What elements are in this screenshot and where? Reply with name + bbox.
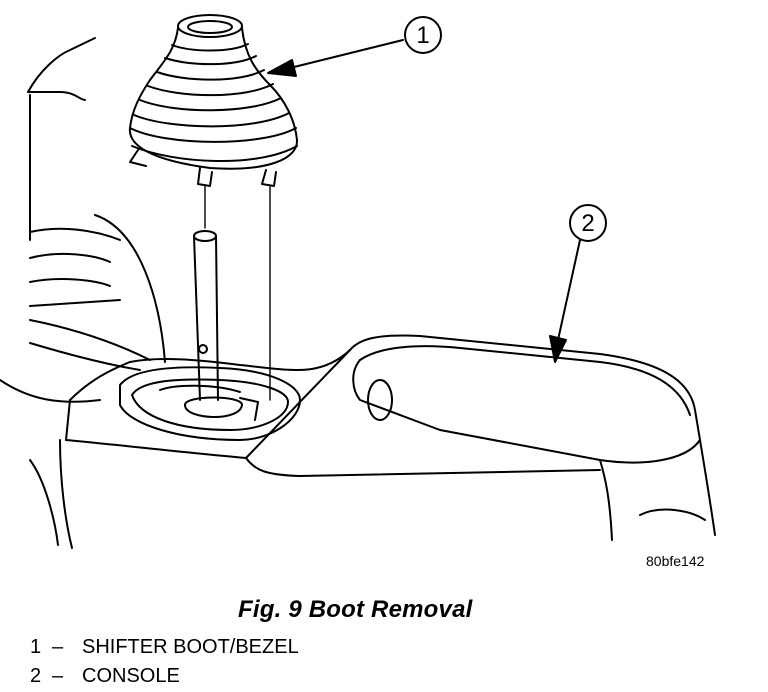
boot-removal-illustration: 1 2 — [0, 14, 716, 549]
callout-1-leader — [267, 39, 404, 77]
callout-2-number: 2 — [581, 210, 594, 237]
shifter-boot — [128, 14, 299, 187]
dashboard-outline — [0, 37, 166, 549]
callout-2-circle — [569, 204, 607, 242]
legend-number: 2 — [30, 665, 42, 687]
legend-label: SHIFTER BOOT/BEZEL — [82, 636, 299, 658]
legend-number: 1 — [30, 636, 42, 658]
alignment-lines — [204, 185, 271, 401]
shift-lever — [184, 230, 243, 418]
callout-1-number: 1 — [416, 22, 429, 49]
legend-label: CONSOLE — [82, 665, 180, 687]
legend-dash: – — [52, 665, 64, 687]
callout-2-leader — [549, 239, 581, 363]
callout-1-circle — [404, 16, 442, 54]
console-opening — [119, 366, 301, 441]
legend-item: 2 – CONSOLE — [30, 662, 299, 691]
console-body — [65, 334, 716, 541]
legend-item: 1 – SHIFTER BOOT/BEZEL — [30, 633, 299, 662]
legend: 1 – SHIFTER BOOT/BEZEL 2 – CONSOLE — [30, 633, 299, 691]
figure-title: Fig. 9 Boot Removal — [238, 596, 473, 623]
reference-code: 80bfe142 — [646, 553, 705, 569]
legend-dash: – — [52, 636, 64, 658]
